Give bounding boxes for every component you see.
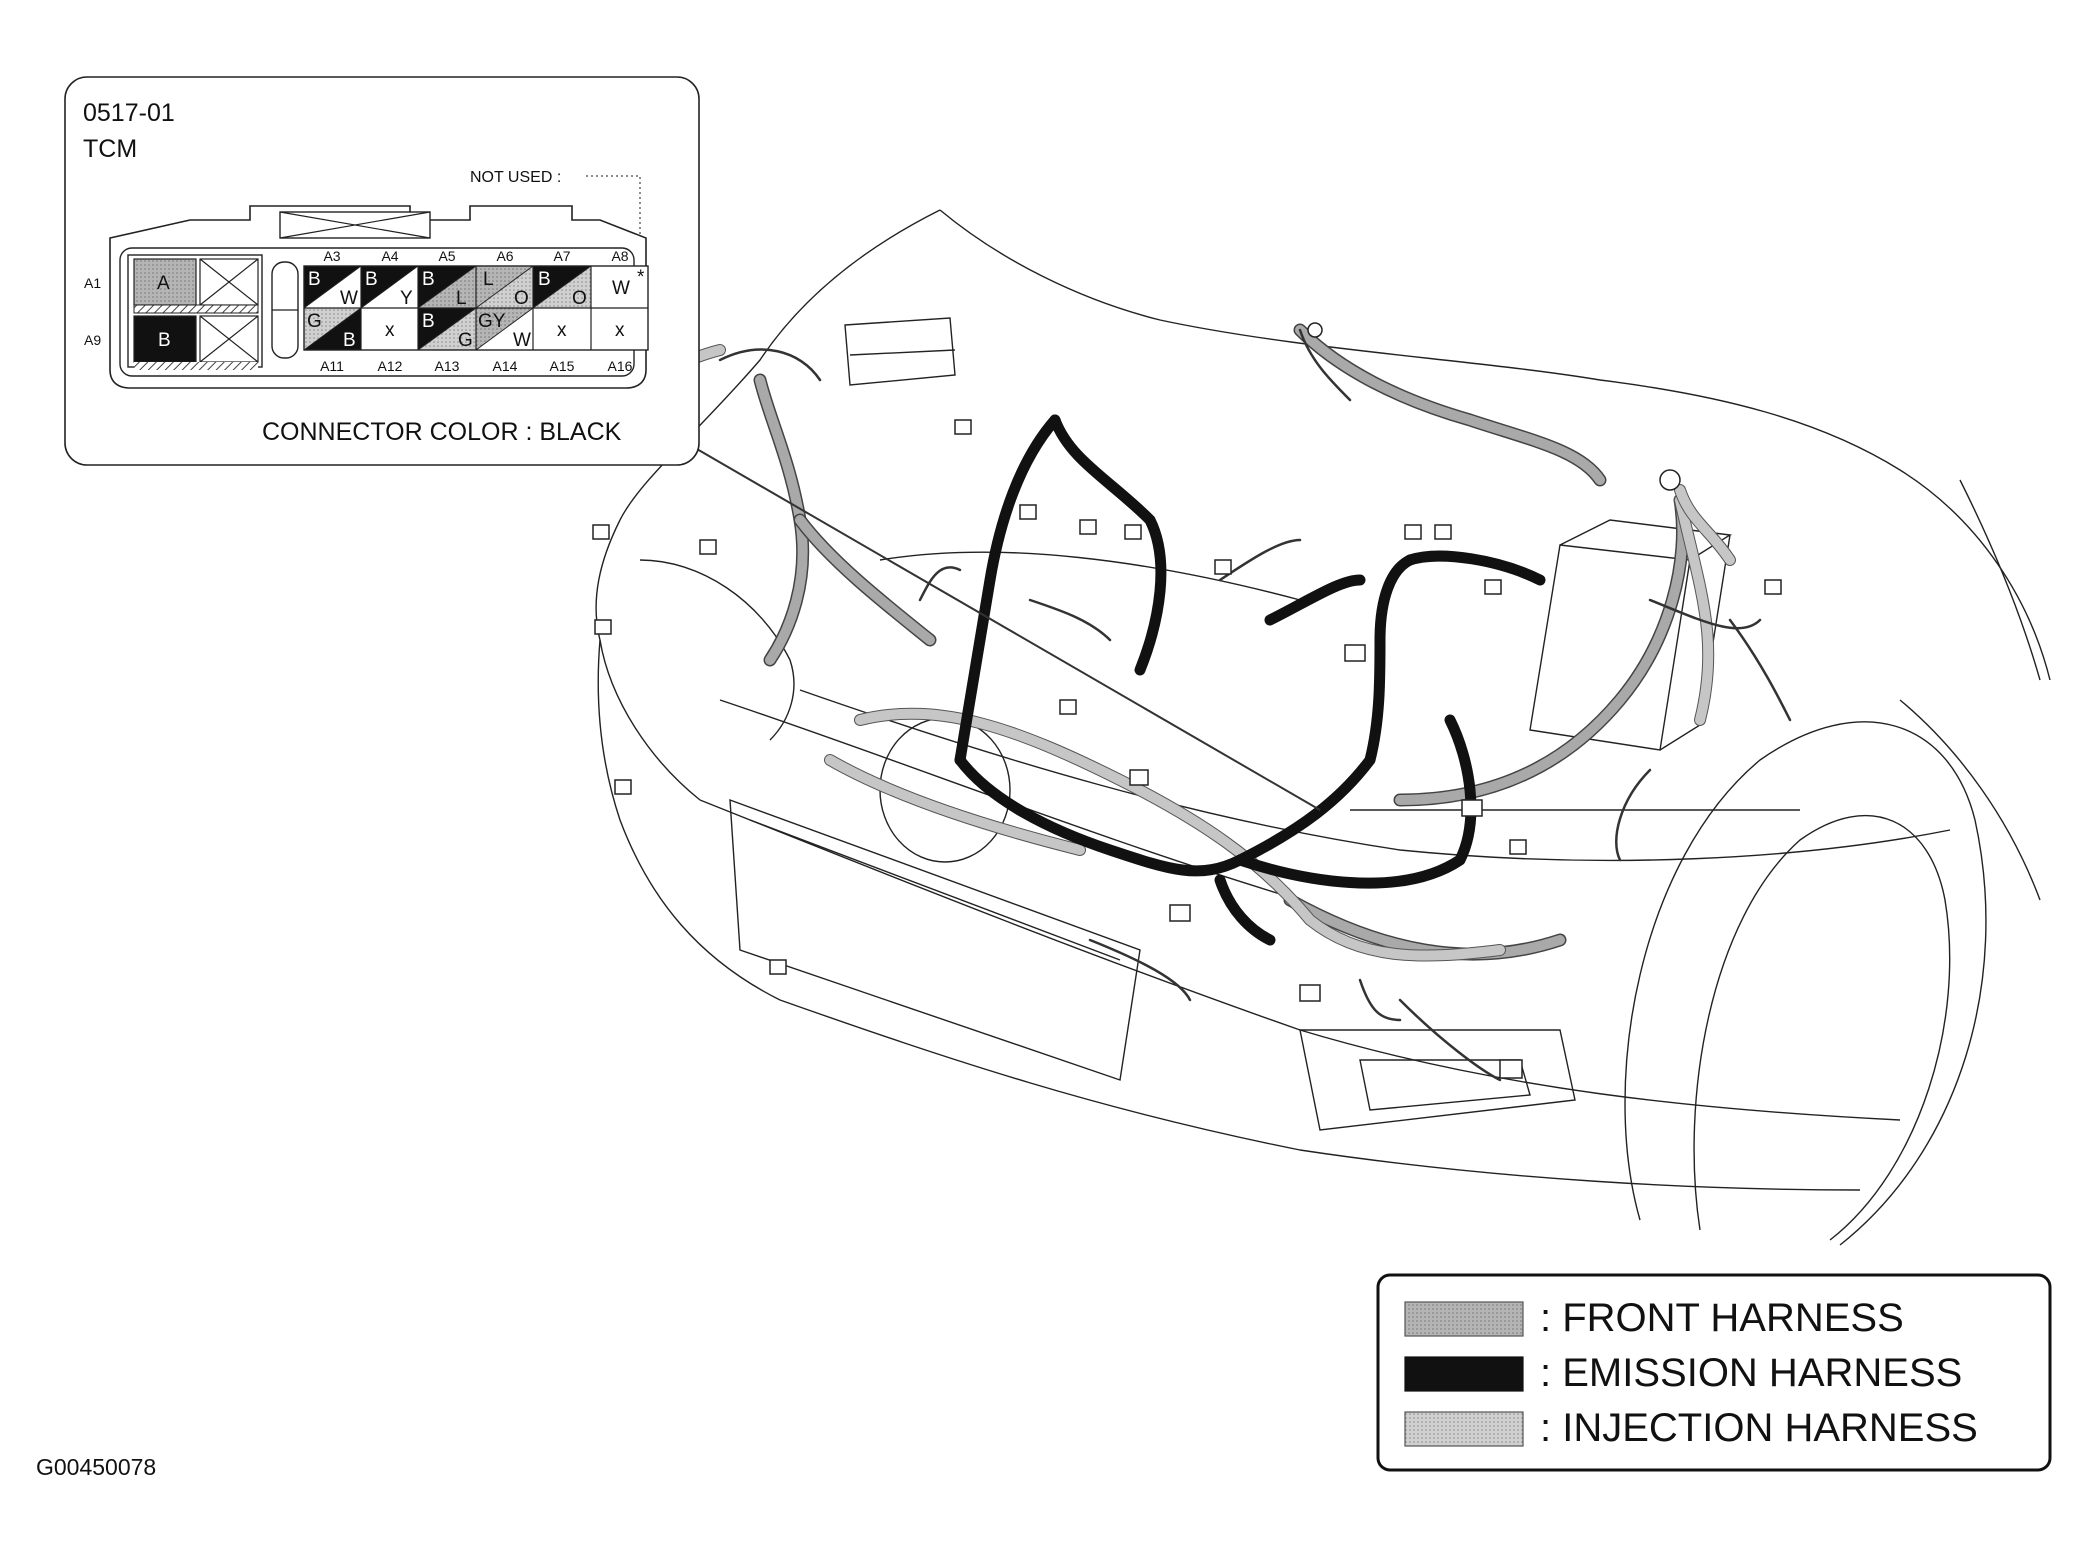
front-harness-routes xyxy=(753,323,1689,961)
pin-a11-upper: G xyxy=(307,311,322,332)
legend-frame xyxy=(1376,1273,2052,1472)
pin-label-a7: A7 xyxy=(553,248,570,264)
pin-a14-upper: GY xyxy=(478,311,506,332)
pin-label-a15: A15 xyxy=(550,358,575,374)
pin-a9-color: B xyxy=(158,330,171,351)
legend-label-front: : FRONT HARNESS xyxy=(1540,1296,1904,1340)
pin-a4-lower: Y xyxy=(400,288,413,309)
connector-code: 0517-01 xyxy=(83,99,175,127)
row-label-a1: A1 xyxy=(84,275,101,291)
pin-a13-upper: B xyxy=(422,311,435,332)
pin-a4-upper: B xyxy=(365,269,378,290)
pin-a3-lower: W xyxy=(340,288,358,309)
pin-a5-upper: B xyxy=(422,269,435,290)
harness-legend: : FRONT HARNESS : EMISSION HARNESS : INJ… xyxy=(1376,1273,2052,1472)
pin-label-a4: A4 xyxy=(381,248,398,264)
harness-connectors xyxy=(592,322,1782,1079)
legend-swatch-emission xyxy=(1404,1356,1524,1392)
pin-label-a14: A14 xyxy=(493,358,518,374)
pin-a8-marker: * xyxy=(637,267,645,288)
emission-harness-routes xyxy=(954,414,1546,946)
figure-id: G00450078 xyxy=(36,1454,156,1480)
legend-swatch-front xyxy=(1404,1301,1524,1337)
pin-a13-lower: G xyxy=(458,330,473,351)
pin-a7-upper: B xyxy=(538,269,551,290)
car-body-outline xyxy=(595,209,2051,1246)
pin-a15-lower: x xyxy=(557,320,567,341)
pin-label-a11: A11 xyxy=(320,358,344,374)
tcm-connector-callout: 0517-01 TCM NOT USED : A1 A9 A B A3 A4 xyxy=(64,76,700,466)
connector-color-caption: CONNECTOR COLOR : BLACK xyxy=(262,418,622,446)
pin-label-a8: A8 xyxy=(611,248,628,264)
row-label-a9: A9 xyxy=(84,332,101,348)
pin-a6-upper: L xyxy=(483,269,494,290)
pin-label-a6: A6 xyxy=(496,248,513,264)
pin-a14-lower: W xyxy=(513,330,531,351)
legend-label-emission: : EMISSION HARNESS xyxy=(1540,1351,1962,1395)
pin-label-a12: A12 xyxy=(378,358,403,374)
pin-a11-lower: B xyxy=(343,330,356,351)
pin-a3-upper: B xyxy=(308,269,321,290)
legend-label-injection: : INJECTION HARNESS xyxy=(1540,1406,1978,1450)
legend-swatch-injection xyxy=(1404,1411,1524,1447)
pin-grid xyxy=(303,265,649,351)
pin-a8-lower: W xyxy=(612,278,630,299)
pin-a12-lower: x xyxy=(385,320,395,341)
pin-cell-a1 xyxy=(133,258,197,306)
pin-label-a16: A16 xyxy=(608,358,633,374)
pin-label-a13: A13 xyxy=(435,358,460,374)
not-used-label: NOT USED : xyxy=(470,169,561,186)
pin-a6-lower: O xyxy=(514,288,529,309)
pin-label-a5: A5 xyxy=(438,248,455,264)
pin-cell-a9 xyxy=(133,315,197,363)
pin-a1-color: A xyxy=(157,273,170,294)
pin-label-a3: A3 xyxy=(323,248,340,264)
connector-name: TCM xyxy=(83,135,137,163)
pin-a7-lower: O xyxy=(572,288,587,309)
branch-wires xyxy=(689,328,1792,1082)
pin-a5-lower: L xyxy=(456,288,467,309)
pin-a16-lower: x xyxy=(615,320,625,341)
